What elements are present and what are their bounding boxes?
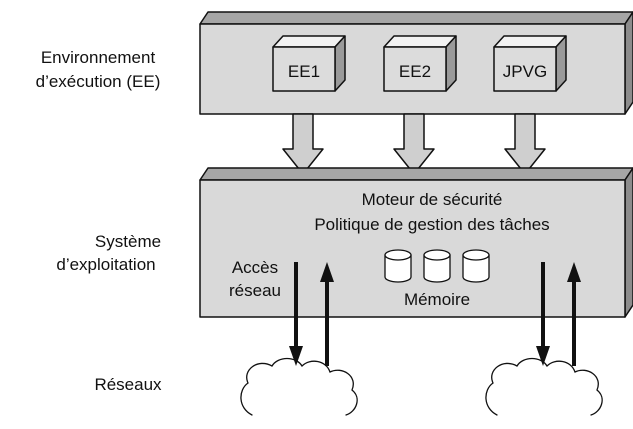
arrow-ee1-to-os [282, 113, 324, 175]
ee-label-line1: Environnement [41, 48, 156, 67]
networks-label: Réseaux [94, 375, 162, 394]
ee2-label: EE2 [399, 62, 431, 81]
network-arrow-down-left [289, 262, 303, 366]
os-label-line1: Système [95, 232, 161, 251]
network-access-label-line1: Accès [232, 258, 278, 277]
memory-cylinder-icon [384, 249, 412, 283]
network-arrow-down-right [536, 262, 550, 366]
network-cloud-right [485, 357, 603, 416]
memory-label: Mémoire [404, 290, 470, 309]
network-arrow-up-left [320, 262, 334, 366]
jpvg-label: JPVG [503, 62, 547, 81]
network-arrow-up-right [567, 262, 581, 366]
ee2-module [383, 35, 457, 92]
security-engine-label: Moteur de sécurité [362, 190, 503, 209]
os-label-line2: d’exploitation [56, 255, 155, 274]
ee1-label: EE1 [288, 62, 320, 81]
memory-cylinder-icon [423, 249, 451, 283]
arrow-ee2-to-os [393, 113, 435, 175]
task-policy-label: Politique de gestion des tâches [314, 215, 549, 234]
network-cloud-left [240, 357, 358, 416]
memory-cylinder-icon [462, 249, 490, 283]
ee-label-line2: d’exécution (EE) [36, 72, 161, 91]
arrow-jpvg-to-os [504, 113, 546, 175]
os-container [199, 167, 633, 318]
network-access-label-line2: réseau [229, 281, 281, 300]
ee1-module [272, 35, 346, 92]
jpvg-module [493, 35, 567, 92]
